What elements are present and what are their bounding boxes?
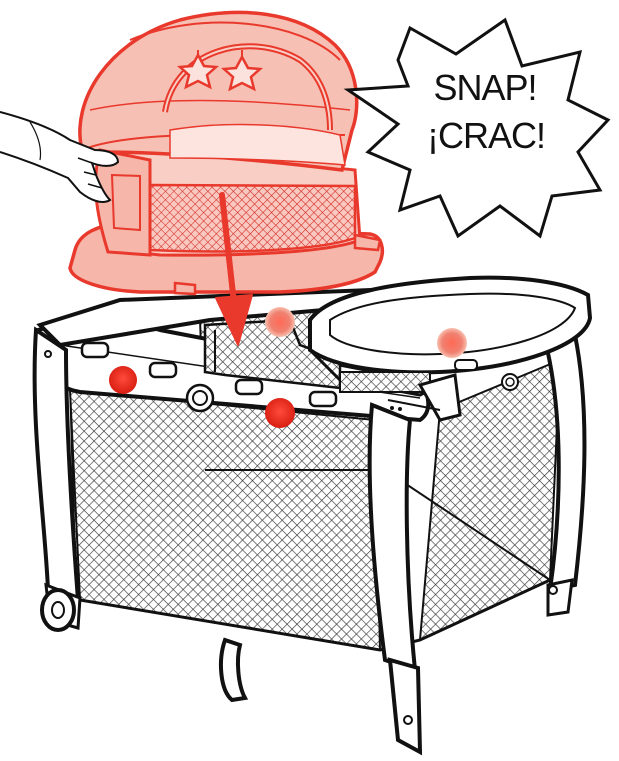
wheel-icon	[42, 590, 74, 630]
playard	[35, 278, 590, 752]
sound-callout: SNAP! ¡CRAC!	[348, 20, 608, 236]
callout-line-1: SNAP!	[433, 67, 536, 108]
red-dot-icon	[265, 398, 295, 428]
playard-front-mesh	[70, 390, 380, 650]
bassinet-mesh-window	[150, 185, 355, 252]
back-leg	[221, 640, 245, 700]
red-dot-icon	[437, 328, 467, 358]
front-right-leg	[390, 660, 420, 752]
red-dot-icon	[109, 366, 137, 394]
callout-line-2: ¡CRAC!	[427, 115, 545, 156]
red-dot-icon	[265, 307, 295, 337]
rail-release-button	[187, 385, 213, 411]
